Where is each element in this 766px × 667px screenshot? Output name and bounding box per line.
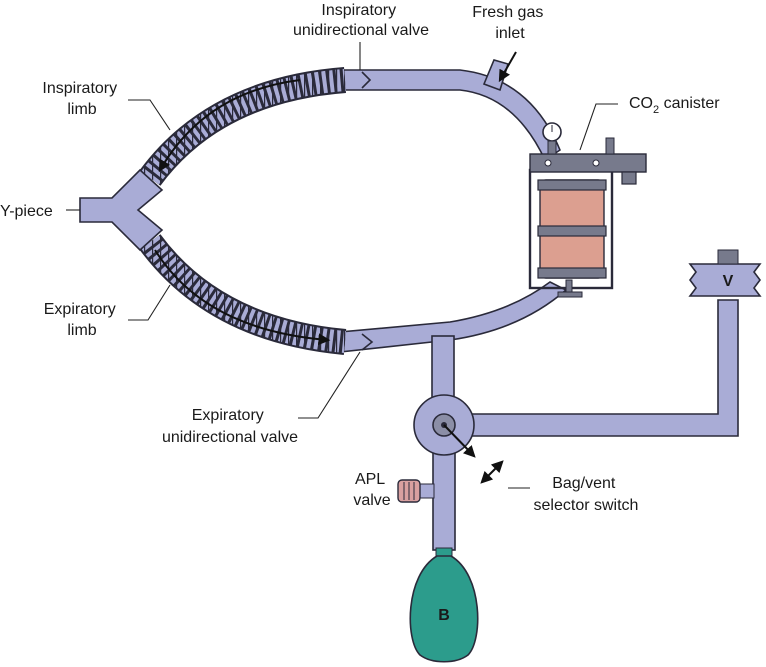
label-expiratory-limb: Expiratory limb [44,301,120,339]
label-co2-canister: CO2 canister [629,95,720,116]
label-bag: B [438,607,450,624]
expiratory-valve-chevron [361,333,374,351]
label-fresh-gas-inlet: Fresh gas inlet [472,4,548,42]
inspiratory-limb-hose-fill [141,69,346,185]
y-piece-shape [79,168,164,252]
expiratory-flow-arrow [154,249,331,346]
upper-loop-tube [337,69,561,162]
leader-co2 [579,103,618,151]
leader-expiratory-limb [128,284,171,321]
leader-expiratory-valve [298,351,361,419]
expiratory-limb-hose-fill [141,235,347,353]
inspiratory-valve-chevron [361,71,372,89]
fresh-gas-arrow [498,51,517,83]
inspiratory-flow-arrow [158,79,301,173]
label-inspiratory-limb: Inspiratory limb [42,80,121,118]
selector-double-arrow [480,460,504,484]
bag-tube [432,451,456,551]
label-expiratory-valve: Expiratory unidirectional valve [162,407,298,446]
selector-pointer-arrow [443,424,476,458]
label-inspiratory-valve: Inspiratory unidirectional valve [293,2,429,39]
co2-canister [528,122,647,298]
ventilator-bellows [688,263,762,297]
lower-loop-tube [339,281,568,353]
label-ventilator: V [723,273,734,290]
leader-inspiratory-limb [128,99,171,131]
label-y-piece: Y-piece [0,203,53,220]
label-apl-valve: APL valve [353,471,390,509]
label-selector-switch: Bag/vent selector switch [534,475,639,514]
reservoir-bag [409,555,479,663]
